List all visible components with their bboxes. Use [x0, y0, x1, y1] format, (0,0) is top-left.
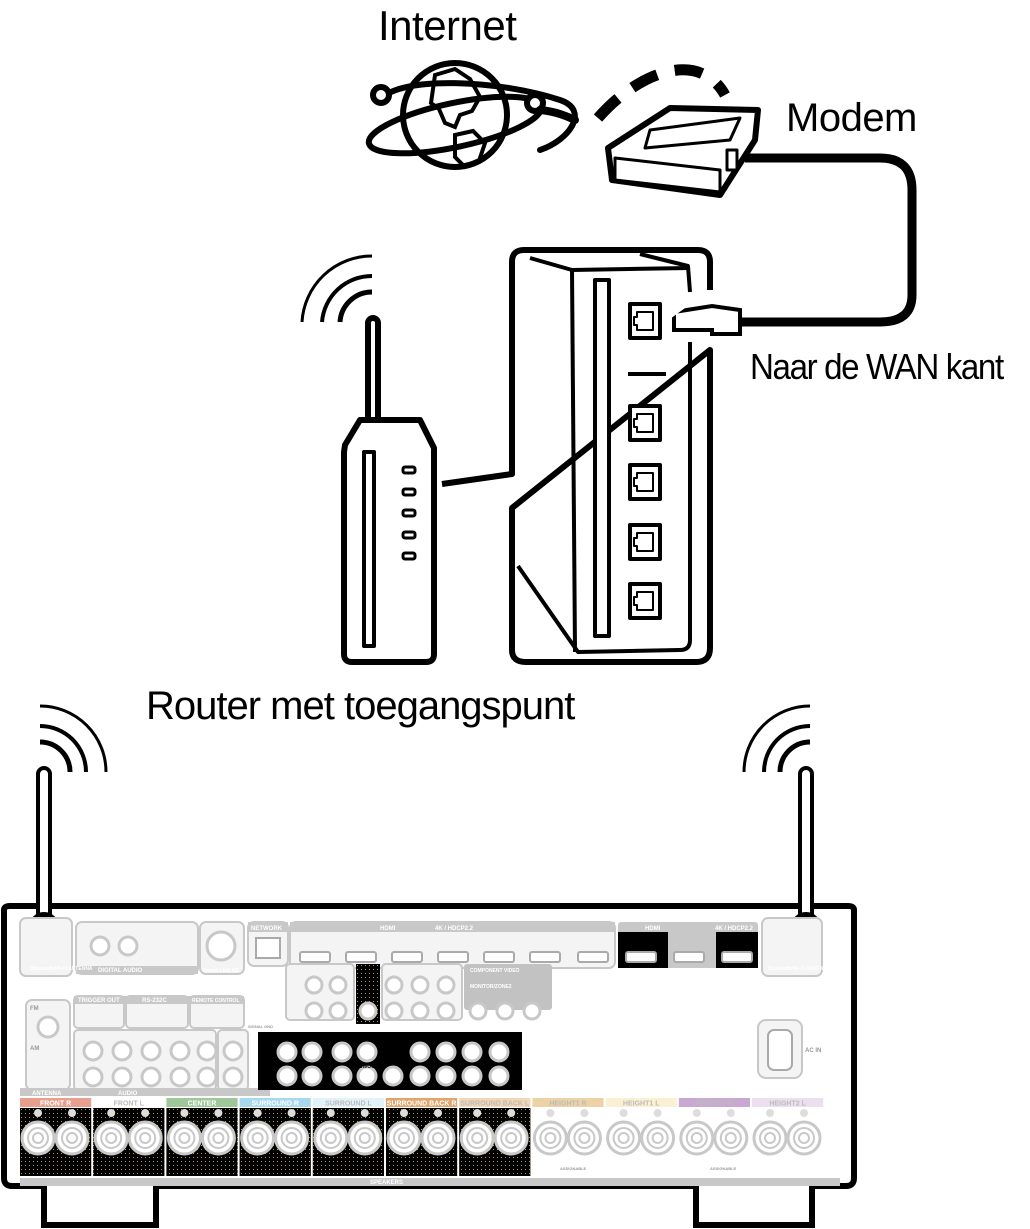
speaker-terminal-center: CENTER — [166, 1098, 238, 1176]
hdmi-in-title: HDMI — [380, 926, 396, 932]
component-out-subtitle: MONITOR/ZONE2 — [470, 984, 512, 990]
fm-label: FM — [30, 1006, 39, 1012]
speaker-terminal-surround-r: SURROUND R — [239, 1098, 311, 1176]
speaker-terminal-height1-r: HEIGHT1 R — [532, 1098, 604, 1176]
router-icon — [341, 315, 437, 665]
receiver-feet — [41, 1186, 815, 1228]
remote-control-title: REMOTE CONTROL — [192, 998, 240, 1004]
speaker-terminal-front-r: FRONT R — [20, 1098, 92, 1176]
svg-text:SURROUND BACK R: SURROUND BACK R — [387, 1101, 457, 1108]
denon-link-label: Denon Link HD — [203, 968, 239, 974]
network-label: NETWORK — [251, 926, 283, 932]
speaker-terminal-surround-back-l: SURROUND BACK L — [459, 1098, 531, 1176]
signal-gnd-label: SIGNAL GND — [248, 1024, 273, 1029]
rca-jacks — [36, 930, 542, 1088]
assignable-height1: ASSIGNABLE — [560, 1166, 587, 1171]
hdmi-out-spec: 4K / HDCP2.2 — [715, 926, 754, 932]
svg-text:HEIGHT2 L: HEIGHT2 L — [769, 1101, 806, 1108]
component-out-panel — [464, 964, 552, 1010]
speaker-terminal-height2-r: HEIGHT2 R — [678, 1098, 750, 1176]
hdmi-in-spec: 4K / HDCP2.2 — [435, 926, 474, 932]
wireless-link-dashed — [593, 64, 730, 122]
internet-globe-icon — [365, 60, 579, 170]
svg-text:SURROUND R: SURROUND R — [251, 1101, 298, 1108]
ethernet-cable — [740, 153, 917, 327]
router-back-callout — [441, 247, 713, 665]
antenna-title: ANTENNA — [32, 1091, 62, 1097]
modem-label: Modem — [786, 96, 917, 140]
assignable-height2: ASSIGNABLE — [710, 1166, 737, 1171]
modem-icon — [605, 105, 761, 198]
svg-text:FRONT L: FRONT L — [114, 1101, 145, 1108]
svg-text:CENTER: CENTER — [188, 1101, 217, 1108]
svg-text:FRONT R: FRONT R — [40, 1101, 71, 1108]
digital-audio-title: DIGITAL AUDIO — [98, 968, 143, 974]
bt-antenna-left-label: Bluetooth/Wi-Fi ANTENNA — [30, 966, 93, 972]
speaker-terminal-front-l: FRONT L — [93, 1098, 165, 1176]
svg-text:SURROUND L: SURROUND L — [325, 1101, 372, 1108]
speaker-terminals: FRONT R FRONT L CENTER SURROUND R SURROUND L… — [20, 1098, 824, 1176]
wifi-waves-right-icon — [742, 704, 811, 773]
speaker-terminal-surround-l: SURROUND L — [312, 1098, 384, 1176]
subwoofer-label: SUBWOOFER — [352, 1064, 385, 1070]
bt-antenna-right-label: Bluetooth/Wi-Fi ANTENNA — [768, 966, 831, 972]
router-label: Router met toegangspunt — [146, 684, 575, 728]
bt-antenna-panel-left — [19, 917, 73, 977]
audio-in-title: AUDIO — [118, 1091, 138, 1097]
speaker-terminal-surround-back-r: SURROUND BACK R — [386, 1098, 458, 1176]
svg-text:HEIGHT1 L: HEIGHT1 L — [623, 1101, 660, 1108]
ac-in-label: AC IN — [805, 1048, 821, 1054]
network-port — [255, 937, 281, 959]
am-label: AM — [30, 1046, 39, 1052]
bt-antenna-panel-right — [761, 917, 823, 977]
speakers-title: SPEAKERS — [370, 1180, 403, 1186]
svg-text:HEIGHT2 R: HEIGHT2 R — [696, 1101, 733, 1108]
wan-side-label: Naar de WAN kant — [750, 346, 1004, 387]
wifi-waves-icon — [300, 254, 373, 323]
hdmi-out-title: HDMI — [645, 926, 661, 932]
pre-out-title: PRE OUT — [372, 1090, 404, 1097]
internet-label: Internet — [378, 2, 517, 49]
speakers-footer-bar — [20, 1178, 840, 1186]
speaker-terminal-height1-l: HEIGHT1 L — [605, 1098, 677, 1176]
svg-text:SURROUND BACK L: SURROUND BACK L — [460, 1101, 530, 1108]
antenna-terminal-panel — [25, 999, 71, 1091]
speaker-terminal-height2-l: HEIGHT2 L — [752, 1098, 824, 1176]
network-diagram — [300, 60, 917, 665]
pre-out-jacks — [276, 1041, 510, 1087]
svg-text:HEIGHT1 R: HEIGHT1 R — [549, 1101, 586, 1108]
trigger-out-title: TRIGGER OUT — [78, 998, 120, 1004]
ac-inlet — [767, 1029, 793, 1071]
ethernet-plug-icon — [672, 303, 742, 336]
wifi-waves-left-icon — [39, 704, 108, 773]
rs232c-title: RS-232C — [142, 998, 167, 1004]
component-out-title: COMPONENT VIDEO — [470, 968, 520, 974]
